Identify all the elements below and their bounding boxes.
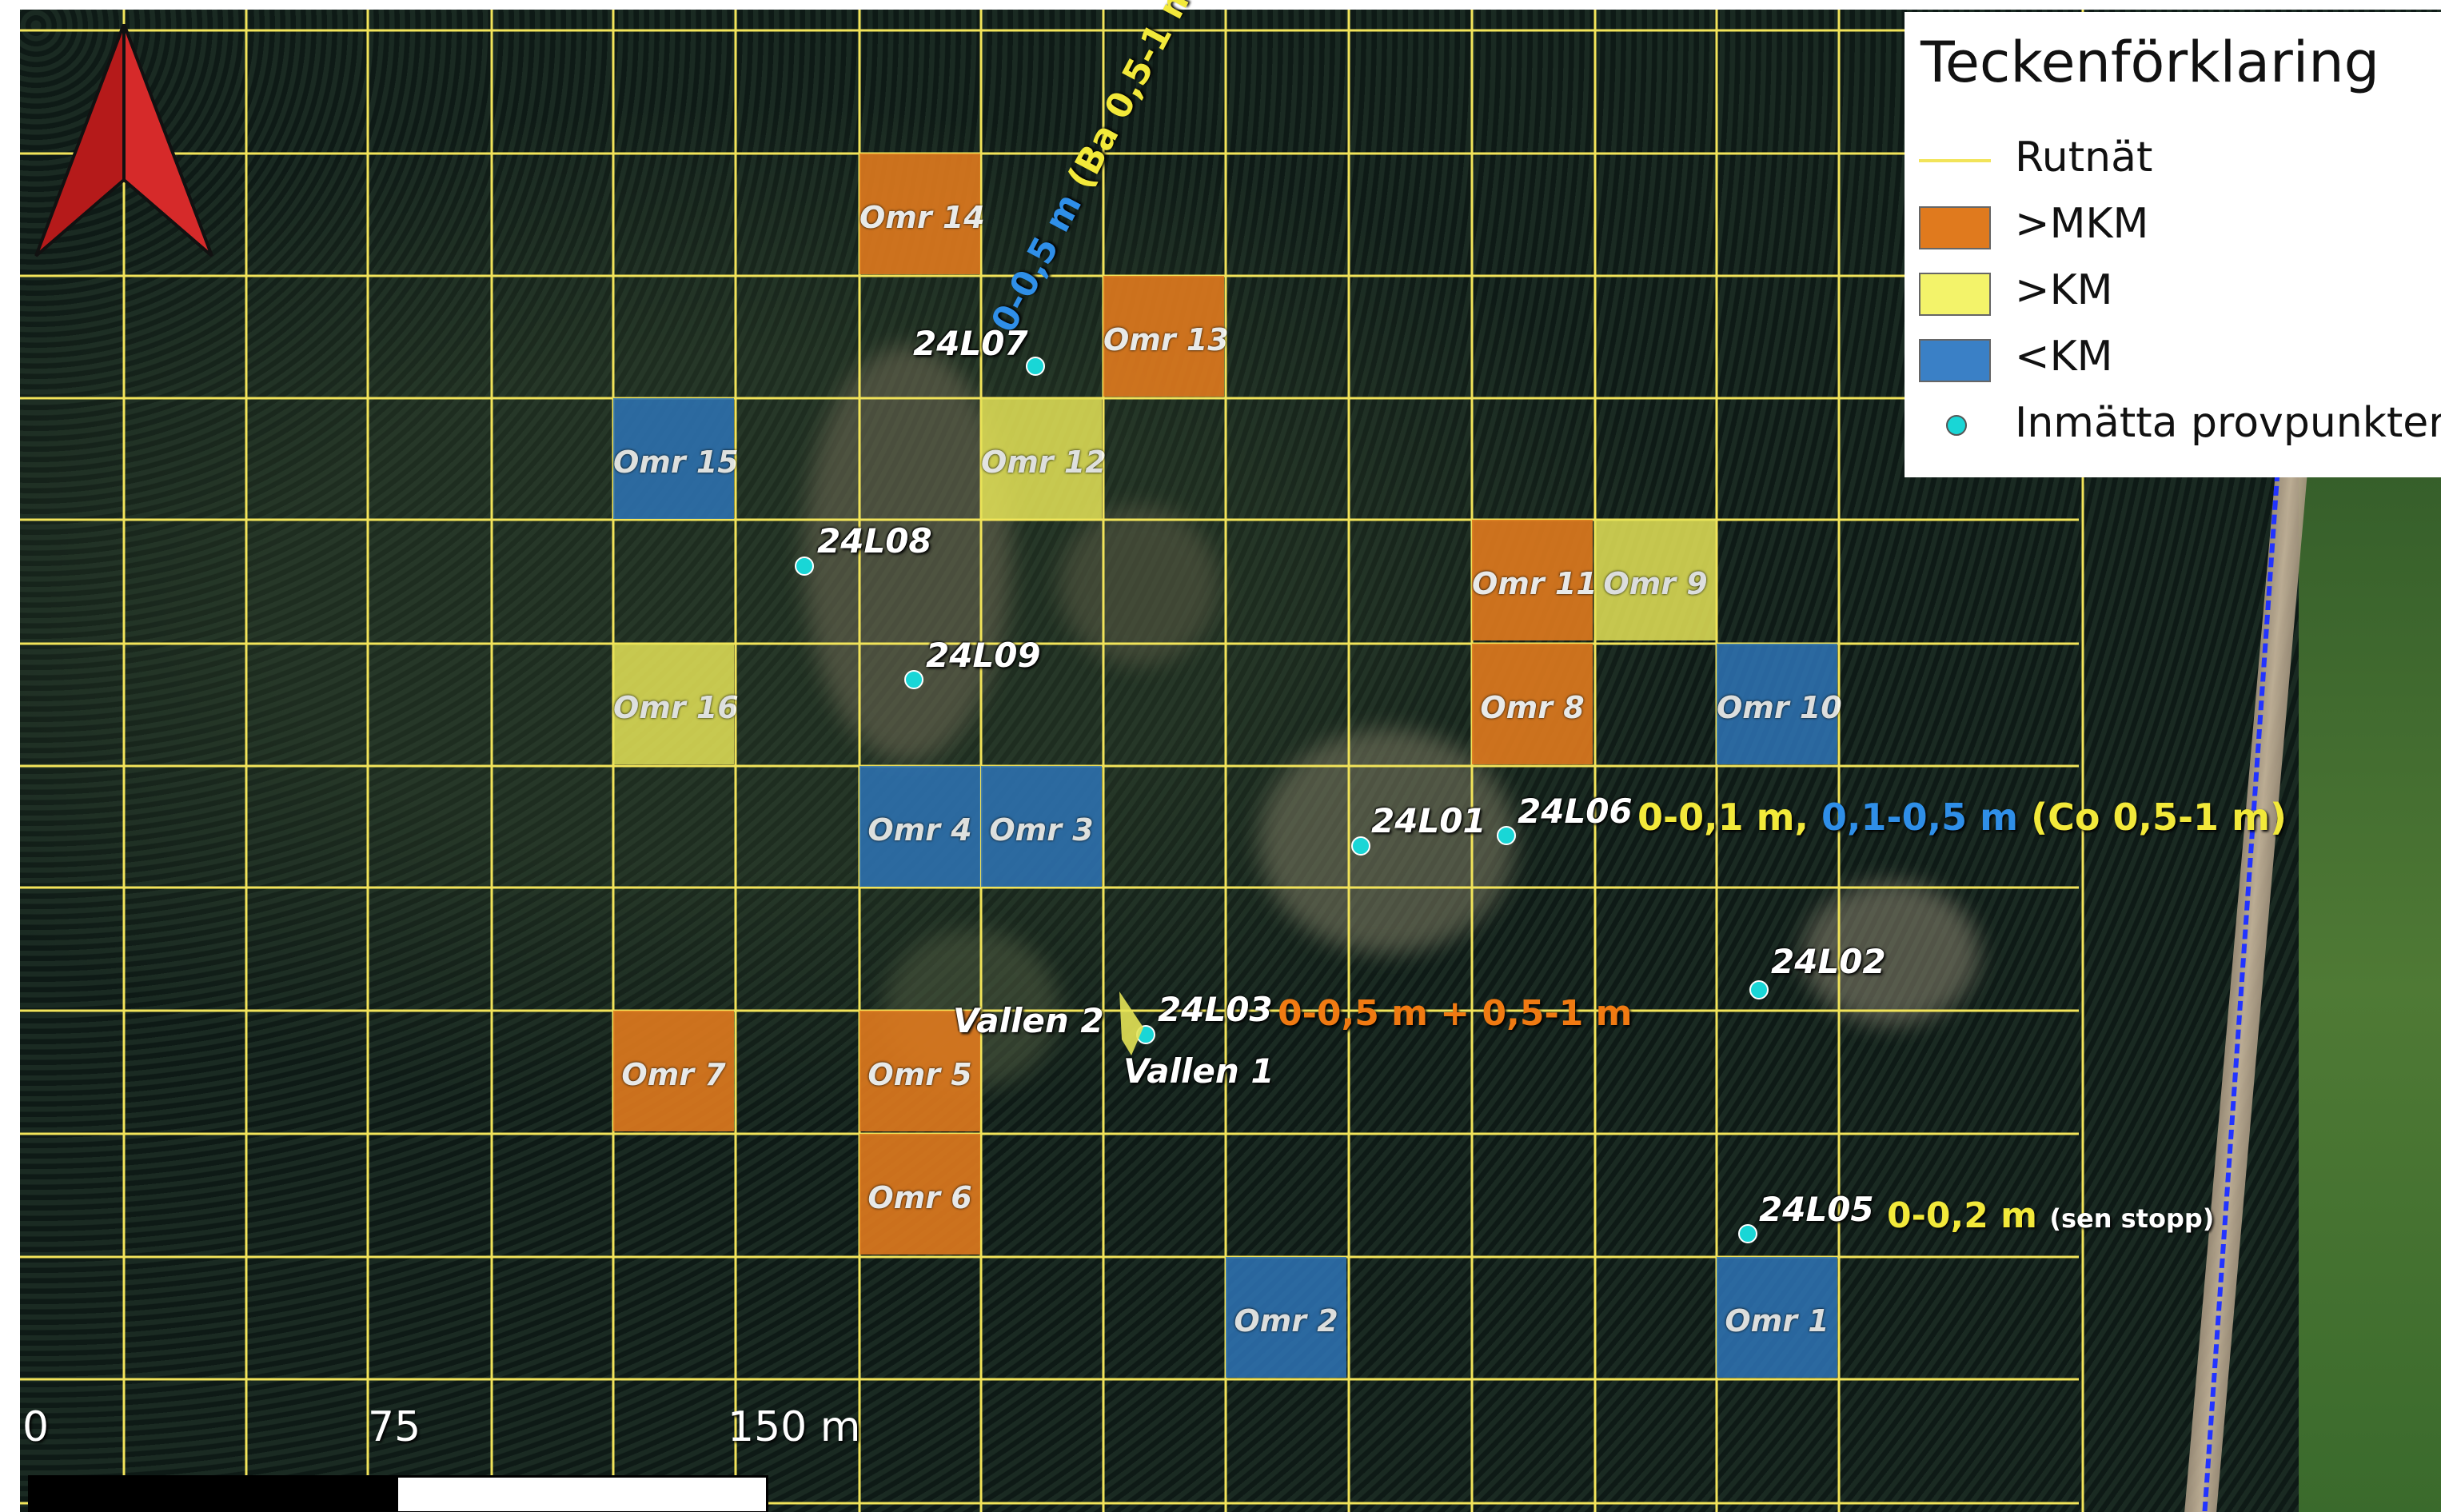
place-label-vallen-2: Vallen 2 bbox=[953, 1001, 1104, 1040]
annotation-24L06-depth: 0-0,1 m, 0,1-0,5 m (Co 0,5-1 m) bbox=[1637, 796, 2287, 839]
area-cell[interactable]: Omr 10 bbox=[1717, 644, 1842, 764]
sample-point-icon[interactable] bbox=[1351, 836, 1370, 856]
scale-tick-150: 150 m bbox=[728, 1403, 861, 1451]
grid-line-swatch bbox=[1919, 159, 1991, 162]
place-label-vallen-1: Vallen 1 bbox=[1123, 1051, 1274, 1091]
area-cell[interactable]: Omr 13 bbox=[1103, 276, 1229, 397]
sample-point-icon[interactable] bbox=[1497, 826, 1516, 845]
scale-tick-75: 75 bbox=[368, 1403, 421, 1451]
area-cell[interactable]: Omr 8 bbox=[1472, 644, 1593, 764]
sample-point-icon[interactable] bbox=[1026, 357, 1045, 376]
area-cell[interactable]: Omr 1 bbox=[1717, 1257, 1837, 1378]
sample-point-icon[interactable] bbox=[904, 670, 923, 689]
area-label: Omr 3 bbox=[989, 812, 1094, 848]
scale-tick-0: 0 bbox=[22, 1403, 50, 1451]
over-km-swatch bbox=[1919, 273, 1991, 316]
sample-point-label: 24L01 bbox=[1371, 801, 1486, 840]
over-mkm-swatch bbox=[1919, 206, 1991, 249]
sample-point-label: 24L09 bbox=[926, 636, 1041, 675]
scale-bar-black-segment bbox=[30, 1478, 398, 1511]
area-label: Omr 12 bbox=[981, 445, 1107, 480]
sample-point-label: 24L05 bbox=[1759, 1190, 1874, 1229]
legend-item-over-mkm: >MKM bbox=[1919, 198, 2439, 254]
legend-item-grid: Rutnät bbox=[1919, 132, 2439, 188]
sample-point-label: 24L07 bbox=[913, 324, 1028, 363]
area-label: Omr 11 bbox=[1472, 566, 1597, 601]
area-label: Omr 6 bbox=[868, 1180, 972, 1215]
sample-point-icon[interactable] bbox=[1738, 1224, 1757, 1243]
sample-point-label: 24L03 bbox=[1158, 990, 1273, 1029]
legend-item-under-km: <KM bbox=[1919, 331, 2439, 387]
area-label: Omr 13 bbox=[1103, 322, 1229, 357]
legend-panel: Teckenförklaring Rutnät >MKM >KM <KM Inm… bbox=[1905, 12, 2441, 477]
area-cell[interactable]: Omr 14 bbox=[860, 154, 985, 274]
area-label: Omr 16 bbox=[613, 690, 739, 725]
area-cell[interactable]: Omr 3 bbox=[981, 766, 1102, 887]
area-label: Omr 4 bbox=[868, 812, 972, 848]
area-label: Omr 10 bbox=[1717, 690, 1842, 725]
sample-point-icon[interactable] bbox=[1749, 980, 1769, 999]
area-cell[interactable]: Omr 6 bbox=[860, 1134, 980, 1255]
north-arrow-icon bbox=[34, 24, 213, 257]
area-label: Omr 14 bbox=[860, 200, 985, 235]
area-label: Omr 1 bbox=[1725, 1303, 1829, 1338]
area-label: Omr 7 bbox=[621, 1057, 726, 1092]
area-cell[interactable]: Omr 11 bbox=[1472, 520, 1597, 640]
area-label: Omr 2 bbox=[1234, 1303, 1338, 1338]
area-cell[interactable]: Omr 9 bbox=[1595, 520, 1716, 640]
area-cell[interactable]: Omr 4 bbox=[860, 766, 980, 887]
area-cell[interactable]: Omr 2 bbox=[1226, 1257, 1346, 1378]
area-cell[interactable]: Omr 5 bbox=[860, 1011, 980, 1131]
sample-point-label: 24L08 bbox=[817, 521, 932, 561]
legend-item-over-km: >KM bbox=[1919, 265, 2439, 321]
sample-point-icon bbox=[1946, 415, 1967, 436]
annotation-24L05-depth: 0-0,2 m (sen stopp) bbox=[1887, 1195, 2215, 1236]
legend-item-sample-points: Inmätta provpunkter bbox=[1919, 397, 2441, 453]
under-km-swatch bbox=[1919, 339, 1991, 382]
area-label: Omr 9 bbox=[1603, 566, 1708, 601]
area-cell[interactable]: Omr 12 bbox=[981, 398, 1107, 519]
annotation-24L03-depth: 0-0,5 m + 0,5-1 m bbox=[1278, 993, 1633, 1034]
sample-point-icon[interactable] bbox=[795, 557, 814, 576]
area-cell[interactable]: Omr 15 bbox=[613, 398, 739, 519]
area-label: Omr 15 bbox=[613, 445, 739, 480]
scale-bar bbox=[28, 1475, 768, 1512]
area-cell[interactable]: Omr 7 bbox=[613, 1011, 734, 1131]
area-label: Omr 8 bbox=[1480, 690, 1585, 725]
vallen-marker-icon bbox=[1119, 991, 1143, 1055]
area-cell[interactable]: Omr 16 bbox=[613, 644, 739, 764]
sample-point-label: 24L02 bbox=[1771, 942, 1886, 981]
sample-point-label: 24L06 bbox=[1518, 792, 1633, 831]
area-label: Omr 5 bbox=[868, 1057, 972, 1092]
legend-title: Teckenförklaring bbox=[1920, 30, 2380, 95]
